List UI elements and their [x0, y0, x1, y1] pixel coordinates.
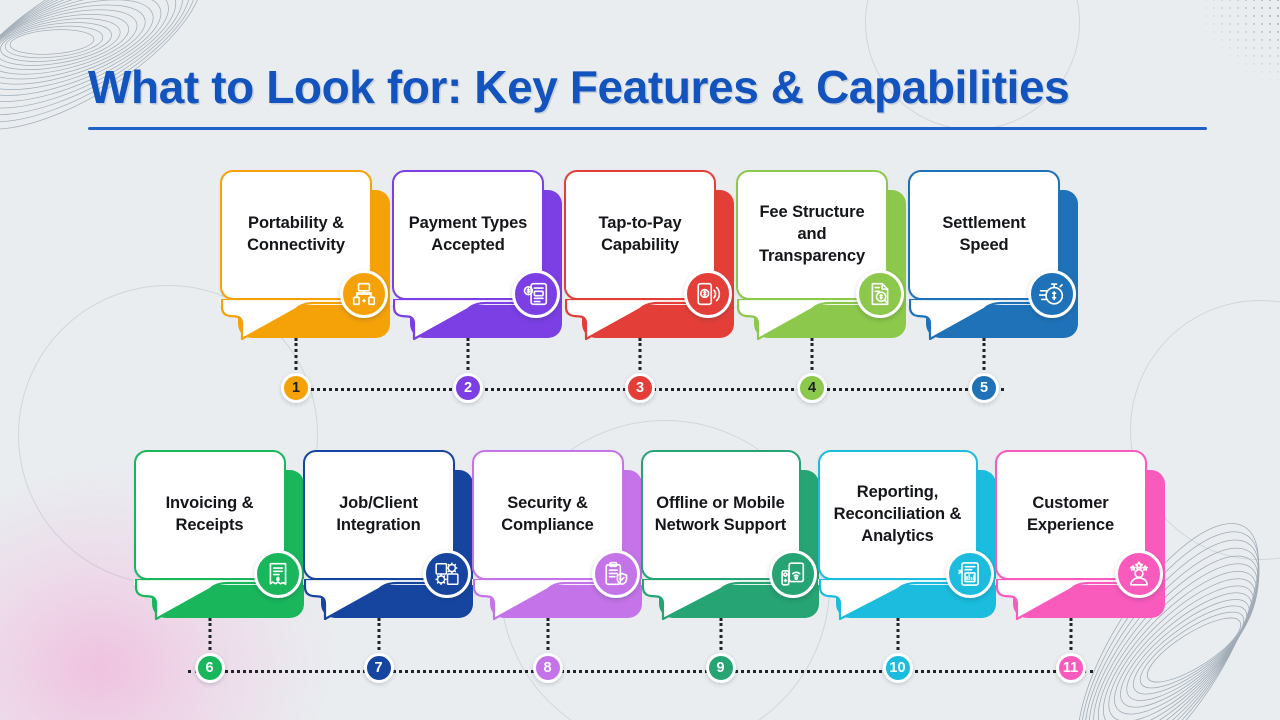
- step-number-badge[interactable]: 1: [281, 373, 311, 403]
- card-dotted-connector: [377, 618, 380, 650]
- card-title: Reporting, Reconciliation & Analytics: [833, 483, 962, 545]
- card-title: Payment Types Accepted: [408, 214, 528, 254]
- feature-card[interactable]: Customer Experience 11: [994, 450, 1165, 683]
- feature-card[interactable]: Tap-to-Pay Capability 3: [564, 170, 734, 403]
- customer-rating-person-icon[interactable]: [1114, 550, 1163, 598]
- feature-card[interactable]: Offline or Mobile Network Support 9: [640, 450, 819, 683]
- card-dotted-connector: [546, 618, 549, 650]
- step-number-badge[interactable]: 6: [194, 653, 225, 683]
- card-title: Offline or Mobile Network Support: [654, 494, 787, 534]
- card-dotted-connector: [719, 618, 722, 650]
- step-number-badge[interactable]: 3: [625, 373, 655, 403]
- step-number-badge[interactable]: 11: [1055, 653, 1086, 683]
- card-dotted-connector: [982, 338, 986, 370]
- step-number-badge[interactable]: 8: [532, 653, 563, 683]
- step-number-badge[interactable]: 10: [882, 653, 913, 683]
- payment-terminal-card-icon[interactable]: [512, 270, 560, 318]
- card-dotted-connector: [810, 338, 814, 370]
- feature-card[interactable]: Payment Types Accepted 2: [392, 170, 562, 403]
- timeline-connector-row-two: [188, 670, 1093, 673]
- feature-card[interactable]: Portability & Connectivity 1: [220, 170, 390, 403]
- card-bubble-tail: [640, 579, 801, 623]
- card-title: Settlement Speed: [942, 214, 1026, 254]
- card-dotted-connector: [466, 338, 470, 370]
- card-title: Customer Experience: [1026, 494, 1115, 534]
- card-bubble-tail: [736, 299, 888, 343]
- card-title: Security & Compliance: [501, 494, 594, 534]
- card-bubble: Offline or Mobile Network Support: [640, 450, 801, 580]
- step-number-badge[interactable]: 7: [363, 653, 394, 683]
- card-title: Invoicing & Receipts: [165, 494, 254, 534]
- title-block: What to Look for: Key Features & Capabil…: [88, 61, 1208, 131]
- card-dotted-connector: [896, 618, 899, 650]
- mobile-wifi-network-icon[interactable]: [768, 550, 817, 598]
- card-bubble: Reporting, Reconciliation & Analytics: [817, 450, 978, 580]
- card-dotted-connector: [294, 338, 298, 370]
- step-number-badge[interactable]: 5: [969, 373, 999, 403]
- card-bubble: Customer Experience: [994, 450, 1147, 580]
- feature-card[interactable]: Job/Client Integration 7: [302, 450, 473, 683]
- step-number-badge[interactable]: 4: [797, 373, 827, 403]
- step-number-badge[interactable]: 9: [705, 653, 736, 683]
- feature-card[interactable]: Security & Compliance 8: [471, 450, 642, 683]
- invoice-receipt-icon[interactable]: [253, 550, 302, 598]
- feature-card[interactable]: Settlement Speed 5: [908, 170, 1078, 403]
- contactless-phone-pay-icon[interactable]: [684, 270, 732, 318]
- laptop-phones-connectivity-icon[interactable]: [340, 270, 388, 318]
- title-underline-rule: [88, 126, 1207, 131]
- clipboard-shield-compliance-icon[interactable]: [591, 550, 640, 598]
- card-title: Tap-to-Pay Capability: [598, 214, 682, 254]
- card-bubble-tail: [908, 299, 1060, 343]
- card-dotted-connector: [638, 338, 642, 370]
- step-number-badge[interactable]: 2: [453, 373, 483, 403]
- stopwatch-dollar-speed-icon[interactable]: [1028, 270, 1076, 318]
- feature-card[interactable]: Invoicing & Receipts 6: [133, 450, 304, 683]
- gears-integration-icon[interactable]: [422, 550, 471, 598]
- feature-card[interactable]: Reporting, Reconciliation & Analytics 10: [817, 450, 996, 683]
- document-magnifier-fee-icon[interactable]: [856, 270, 904, 318]
- card-bubble-tail: [471, 579, 624, 623]
- card-bubble-tail: [817, 579, 978, 623]
- card-title: Fee Structure and Transparency: [758, 203, 866, 265]
- card-bubble-tail: [392, 299, 544, 343]
- card-bubble-tail: [220, 299, 372, 343]
- card-title: Portability & Connectivity: [247, 214, 345, 254]
- feature-card[interactable]: Fee Structure and Transparency 4: [736, 170, 906, 403]
- report-analytics-chart-icon[interactable]: [945, 550, 994, 598]
- page-title: What to Look for: Key Features & Capabil…: [88, 61, 1070, 113]
- card-title: Job/Client Integration: [336, 494, 421, 534]
- card-bubble-tail: [564, 299, 716, 343]
- card-dotted-connector: [1069, 618, 1072, 650]
- card-bubble: Fee Structure and Transparency: [736, 170, 888, 300]
